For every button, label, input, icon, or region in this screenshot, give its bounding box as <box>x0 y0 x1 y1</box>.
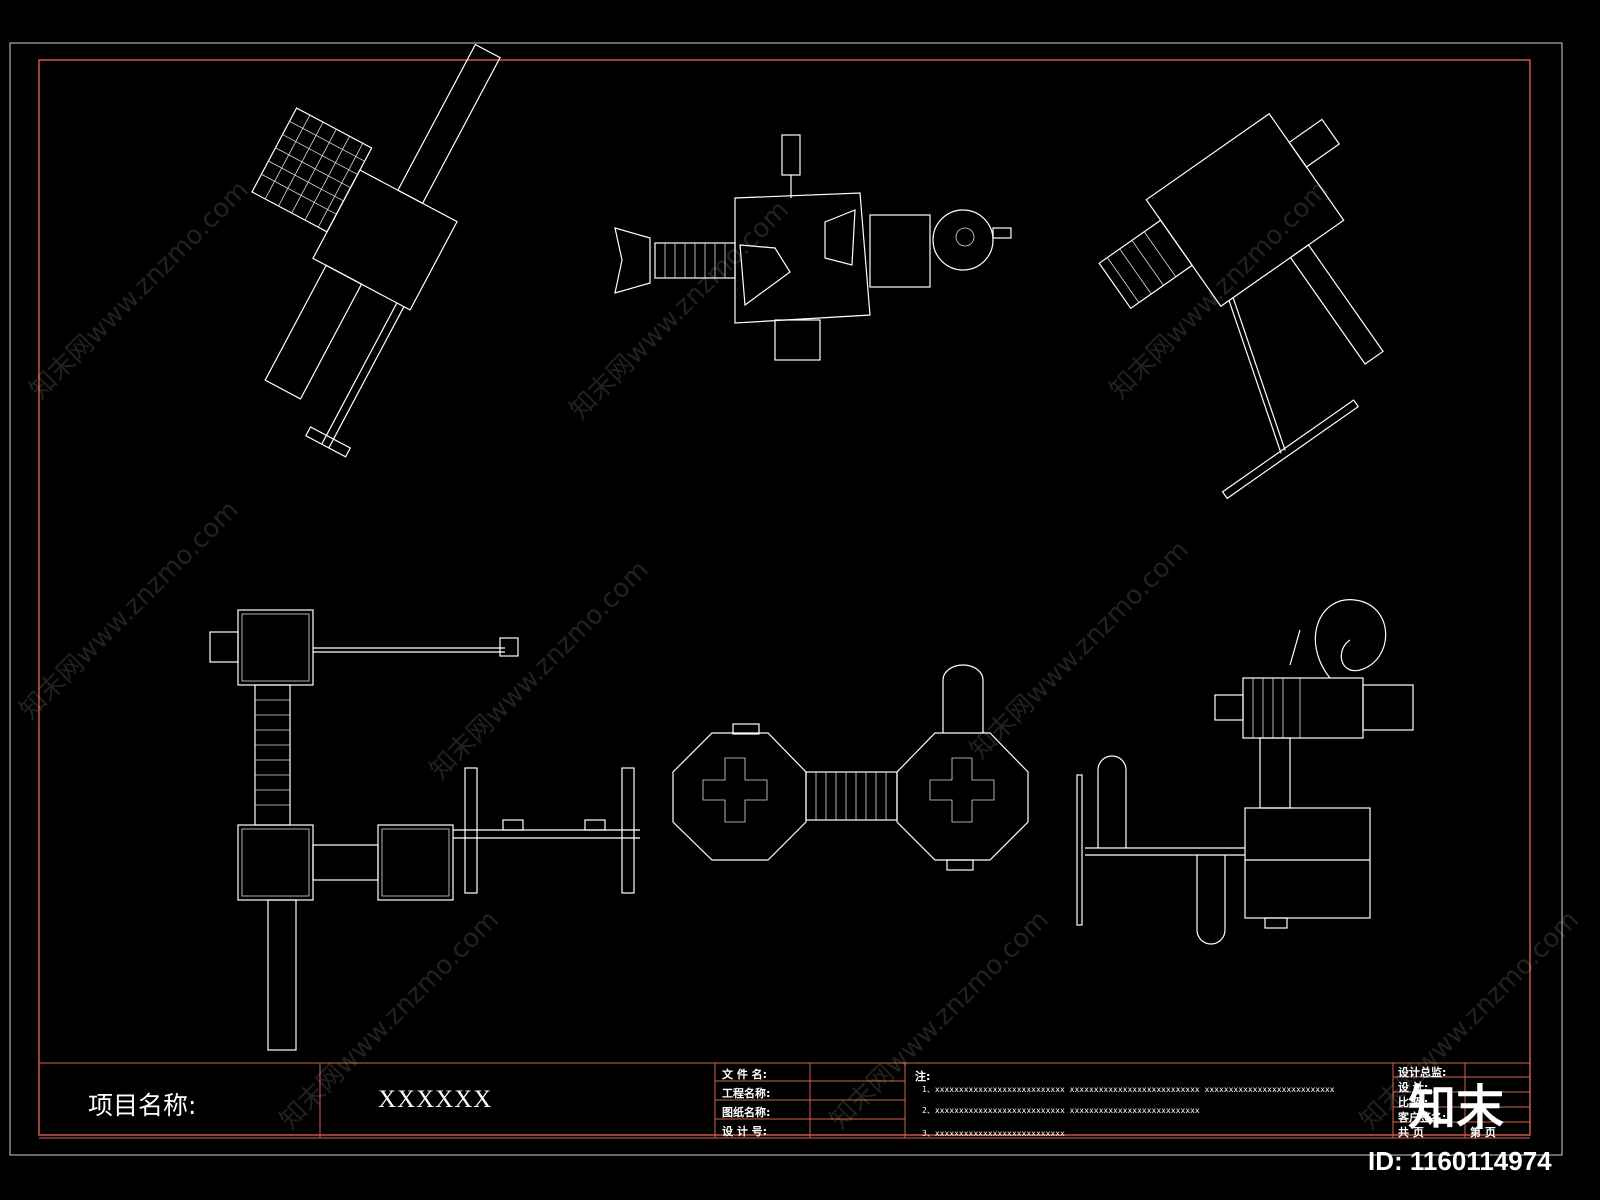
note-line: 3、xxxxxxxxxxxxxxxxxxxxxxxxxxx <box>922 1129 1065 1138</box>
project-name-value: XXXXXX <box>378 1086 493 1113</box>
plan-view-top-middle <box>614 134 1012 361</box>
plan-view-bottom-left <box>209 609 640 1051</box>
scale-label: 比 例: <box>1398 1096 1429 1109</box>
plan-view-top-right <box>1098 112 1384 500</box>
engineering-name-label: 工程名称: <box>722 1087 771 1100</box>
plan-view-bottom-right <box>1076 599 1414 945</box>
outer-frame <box>9 42 1563 1156</box>
total-pages-label: 共 页 <box>1398 1126 1424 1139</box>
page-number-label: 第 页 <box>1470 1126 1496 1139</box>
plan-view-bottom-middle <box>672 664 1029 871</box>
designer-label: 设 计: <box>1398 1081 1429 1094</box>
inner-frame <box>38 59 1531 1136</box>
drawing-name-label: 图纸名称: <box>722 1106 771 1119</box>
note-line: 1、xxxxxxxxxxxxxxxxxxxxxxxxxxx xxxxxxxxxx… <box>922 1085 1335 1094</box>
client-signature-label: 客户签名: <box>1398 1111 1447 1124</box>
design-director-label: 设计总监: <box>1398 1066 1447 1079</box>
znzmo-logo: 知末 <box>1408 1080 1505 1136</box>
plan-view-top-left <box>251 43 501 458</box>
note-line: 2、xxxxxxxxxxxxxxxxxxxxxxxxxxx xxxxxxxxxx… <box>922 1106 1200 1115</box>
project-name-label: 项目名称: <box>88 1091 197 1120</box>
resource-id-label: ID: 1160114974 <box>1368 1146 1552 1176</box>
file-name-label: 文 件 名: <box>722 1068 768 1081</box>
title-block-grid <box>39 1062 1530 1139</box>
design-number-label: 设 计 号: <box>722 1125 768 1138</box>
notes-label: 注: <box>915 1070 931 1083</box>
